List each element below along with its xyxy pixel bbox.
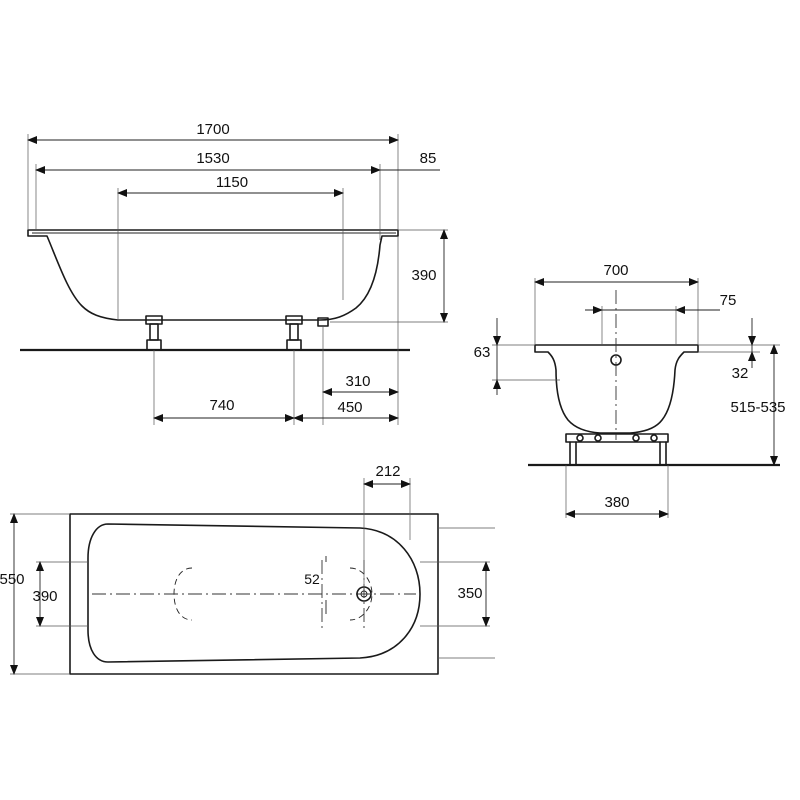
dim-length-inner: 1530 — [196, 150, 229, 167]
dim-leg-spacing: 740 — [209, 397, 234, 414]
dim-drain-offset: 212 — [375, 463, 400, 480]
dim-rim-height: 63 — [474, 344, 491, 361]
side-view: 1700 1530 85 1150 390 310 740 450 — [20, 121, 448, 425]
end-tub-outline — [534, 344, 699, 434]
end-stand — [565, 433, 669, 466]
top-inner-basin — [87, 523, 421, 663]
dim-rim-thickness: 32 — [732, 365, 749, 382]
dim-inner-width-left: 390 — [32, 588, 57, 605]
side-tub-outline — [27, 229, 399, 321]
dim-overflow-spacing: 75 — [720, 292, 737, 309]
side-leg-left — [145, 315, 163, 351]
end-view: 700 75 63 32 515-535 380 — [474, 262, 786, 518]
dim-drain-to-leg: 310 — [345, 373, 370, 390]
top-outer-rim — [69, 513, 439, 675]
dim-depth: 390 — [411, 267, 436, 284]
dim-end-width-overall: 700 — [603, 262, 628, 279]
dim-drain-diameter: 52 — [304, 571, 320, 587]
dim-drain-to-end: 450 — [337, 399, 362, 416]
side-leg-right — [285, 315, 303, 351]
dim-length-overall: 1700 — [196, 121, 229, 138]
dim-total-height: 515-535 — [730, 399, 785, 416]
dim-rim-width: 85 — [420, 150, 437, 167]
top-view: 212 550 390 52 350 — [0, 463, 495, 675]
dim-top-width-overall: 550 — [0, 571, 25, 588]
dim-leg-span: 380 — [604, 494, 629, 511]
dim-length-flat-bottom: 1150 — [216, 174, 248, 191]
dim-inner-width-right: 350 — [457, 585, 482, 602]
